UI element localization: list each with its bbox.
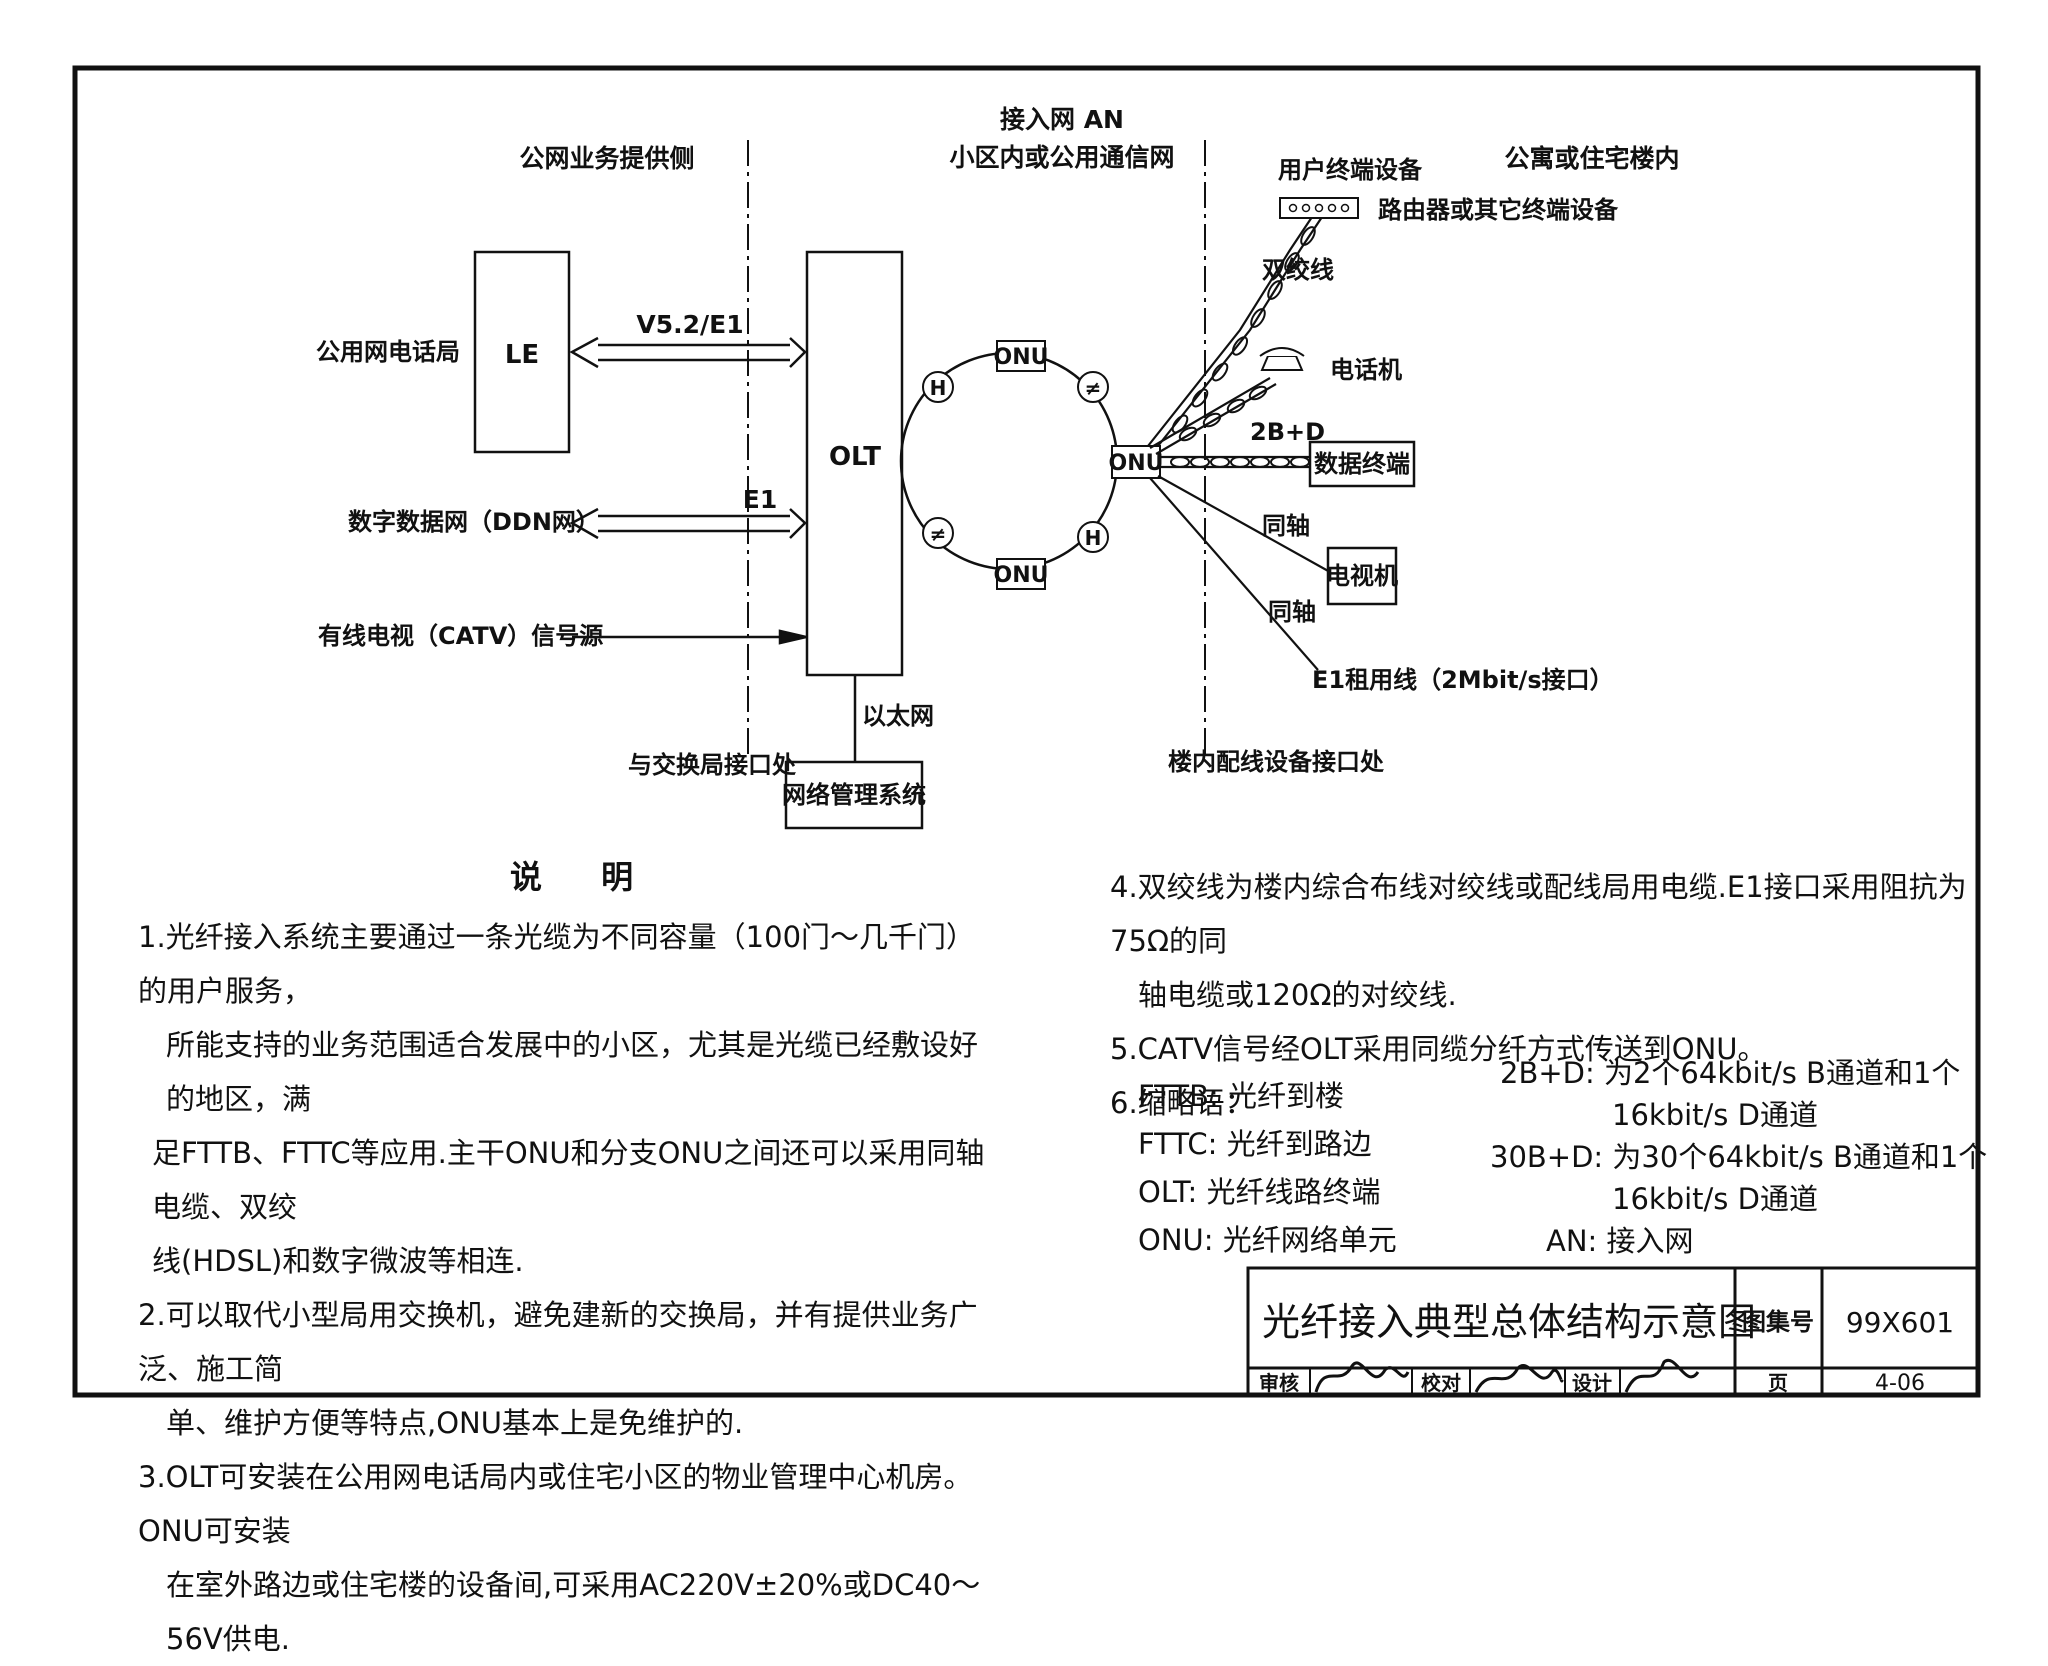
header-access-net: 接入网 AN xyxy=(1000,105,1124,134)
catv-arrow xyxy=(572,629,807,645)
abbr-item: 2B+D: 为2个64kbit/s B通道和1个 xyxy=(1500,1056,1961,1090)
e1-label: E1 xyxy=(743,485,777,514)
note-line: 2.可以取代小型局用交换机，避免建新的交换局，并有提供业务广泛、施工简 xyxy=(138,1298,978,1386)
abbr-item: 16kbit/s D通道 xyxy=(1612,1182,1818,1216)
ring-onu-top xyxy=(996,340,1046,372)
interface-left-label: 与交换局接口处 xyxy=(628,751,796,779)
note-line: 线(HDSL)和数字微波等相连. xyxy=(152,1244,524,1278)
note-line: 1.光纤接入系统主要通过一条光缆为不同容量（100门～几千门）的用户服务， xyxy=(138,920,976,1008)
note-line: 3.OLT可安装在公用网电话局内或住宅小区的物业管理中心机房。ONU可安装 xyxy=(138,1460,973,1548)
drawing-title: 光纤接入典型总体结构示意图 xyxy=(1262,1300,1756,1344)
le-box xyxy=(473,250,571,454)
router-device-icon xyxy=(1279,197,1359,219)
tv-box xyxy=(1326,546,1398,606)
note-line: 5.CATV信号经OLT采用同缆分纤方式传送到ONU。 xyxy=(1110,1032,1767,1066)
atlas-label: 图集号 xyxy=(1742,1308,1814,1336)
interface-right-label: 楼内配线设备接口处 xyxy=(1168,748,1384,776)
note-line: 在室外路边或住宅楼的设备间,可采用AC220V±20%或DC40～56V供电. xyxy=(166,1568,981,1656)
notes-right: 4.双绞线为楼内综合布线对绞线或配线局用电缆.E1接口采用阻抗为75Ω的同 轴电… xyxy=(1110,860,1970,1130)
braid-marks xyxy=(1170,226,1316,468)
check-label: 校对 xyxy=(1421,1371,1461,1395)
coax-lines xyxy=(1149,475,1331,671)
le-label: LE xyxy=(505,340,539,370)
olt-label: OLT xyxy=(829,442,881,472)
abbr-item: 16kbit/s D通道 xyxy=(1612,1098,1818,1132)
design-label: 设计 xyxy=(1572,1371,1612,1395)
abbr-left: FTTB: 光纤到楼 FTTC: 光纤到路边 OLT: 光纤线路终端 ONU: … xyxy=(1138,1072,1397,1264)
header-residential: 公寓或住宅楼内 xyxy=(1504,144,1679,173)
abbr-right: 2B+D: 为2个64kbit/s B通道和1个 16kbit/s D通道 30… xyxy=(1490,1052,1987,1262)
telephone-icon xyxy=(1259,347,1305,371)
ddn-side-label: 数字数据网（DDN网） xyxy=(348,508,600,536)
fiber-access-diagram: 公网业务提供侧 接入网 AN 小区内或公用通信网 公寓或住宅楼内 LE 公用网电… xyxy=(72,65,1981,1398)
abbr-item: FTTC: 光纤到路边 xyxy=(1138,1127,1372,1161)
notes-left: 1.光纤接入系统主要通过一条光缆为不同容量（100门～几千门）的用户服务， 所能… xyxy=(138,910,998,1666)
data-terminal-label: 数据终端 xyxy=(1314,450,1410,478)
page-number: 4-06 xyxy=(1875,1371,1925,1396)
title-block xyxy=(1246,1266,1980,1397)
note-line: 足FTTB、FTTC等应用.主干ONU和分支ONU之间还可以采用同轴电缆、双绞 xyxy=(152,1136,985,1224)
v52-link-arrow xyxy=(569,336,807,369)
note-line: 单、维护方便等特点,ONU基本上是免维护的. xyxy=(166,1406,744,1440)
ethernet-label: 以太网 xyxy=(862,702,934,730)
nms-label: 网络管理系统 xyxy=(782,781,926,809)
nms-box xyxy=(784,760,924,830)
abbr-item: 30B+D: 为30个64kbit/s B通道和1个 xyxy=(1490,1140,1988,1174)
splitter-4: H xyxy=(1085,526,1102,550)
page-label: 页 xyxy=(1768,1371,1788,1395)
user-terminal-label: 用户终端设备 xyxy=(1278,156,1423,184)
abbr-item: ONU: 光纤网络单元 xyxy=(1138,1223,1397,1257)
splitter-1: H xyxy=(930,376,947,400)
splitter-3: ≠ xyxy=(930,522,947,546)
abbr-item: AN: 接入网 xyxy=(1546,1224,1694,1258)
coax1-label: 同轴 xyxy=(1262,512,1310,540)
note-line: 6.缩略语： xyxy=(1110,1086,1254,1120)
ring-onu-top-label: ONU xyxy=(994,345,1049,370)
ring-onu-bottom xyxy=(996,558,1046,590)
header-public-side: 公网业务提供侧 xyxy=(519,144,694,173)
review-label: 审核 xyxy=(1259,1371,1299,1395)
e1-lease-label: E1租用线（2Mbit/s接口） xyxy=(1312,666,1614,694)
note-line: 轴电缆或120Ω的对绞线. xyxy=(1138,978,1457,1012)
coax2-label: 同轴 xyxy=(1268,598,1316,626)
main-onu-box xyxy=(1111,445,1161,479)
abbr-item: FTTB: 光纤到楼 xyxy=(1138,1079,1344,1113)
signature-marks xyxy=(1314,1358,1700,1393)
note-line: 4.双绞线为楼内综合布线对绞线或配线局用电缆.E1接口采用阻抗为75Ω的同 xyxy=(1110,870,1967,958)
atlas-number: 99X601 xyxy=(1846,1306,1954,1339)
router-ports xyxy=(1288,203,1350,213)
catv-side-label: 有线电视（CATV）信号源 xyxy=(318,622,603,650)
splitter-2: ≠ xyxy=(1085,376,1102,400)
phone-label: 电话机 xyxy=(1330,356,1402,384)
router-label: 路由器或其它终端设备 xyxy=(1378,196,1619,224)
splitter-symbols xyxy=(922,371,1109,553)
data-terminal-box xyxy=(1308,440,1416,488)
ddn-link-arrow xyxy=(569,507,807,540)
v52-label: V5.2/E1 xyxy=(636,310,743,339)
drawing-frame xyxy=(72,65,1981,1398)
le-side-label: 公用网电话局 xyxy=(316,338,460,366)
tv-label: 电视机 xyxy=(1326,562,1398,590)
main-onu-label: ONU xyxy=(1109,451,1164,476)
ring-onu-bottom-label: ONU xyxy=(994,563,1049,588)
abbr-item: OLT: 光纤线路终端 xyxy=(1138,1175,1381,1209)
twisted-pair-label: 双绞线 xyxy=(1262,256,1334,284)
notes-heading: 说 明 xyxy=(510,858,658,896)
note-line: 所能支持的业务范围适合发展中的小区，尤其是光缆已经敷设好的地区，满 xyxy=(166,1028,979,1116)
header-community-net: 小区内或公用通信网 xyxy=(949,143,1174,172)
